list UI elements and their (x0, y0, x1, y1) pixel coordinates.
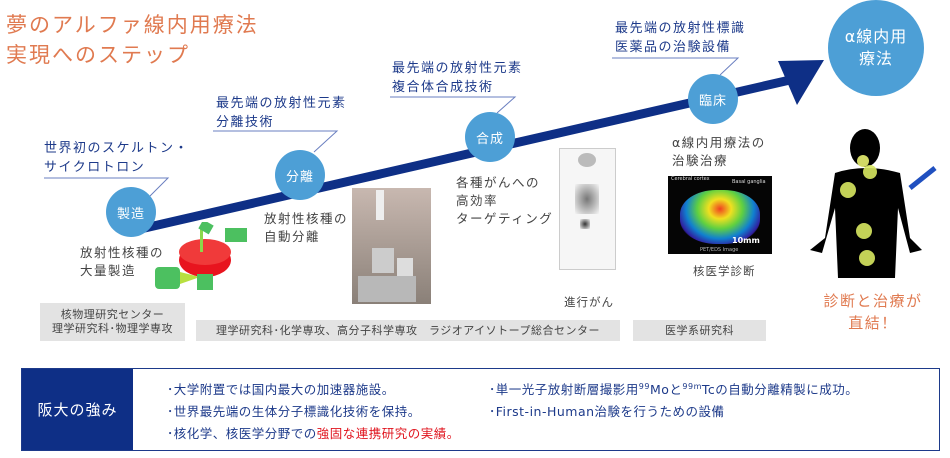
arrow-shaft (134, 75, 792, 235)
strengths-panel: 阪大の強み ･大学附置では国内最大の加速器施設。 ･世界最先端の生体分子標識化技… (21, 368, 940, 451)
title-line-1: 夢のアルファ線内用療法 (6, 13, 259, 37)
step-2-heading: 最先端の放射性元素分離技術 (216, 96, 347, 130)
strength-item: ･単一光子放射断層撮影用99Moと99mTcの自動分離精製に成功。 (489, 381, 859, 397)
strength-item: ･世界最先端の生体分子標識化技術を保持。 (167, 404, 421, 419)
step-3-heading: 最先端の放射性元素複合体合成技術 (392, 61, 523, 95)
strengths-label: 阪大の強み (22, 369, 133, 450)
pet-caption: 進行がん (564, 295, 614, 309)
scan-caption: 核医学診断 (693, 264, 756, 278)
step-circle-synthesis: 合成 (465, 112, 515, 162)
step-3-desc: 各種がんへの高効率ターゲティング (456, 175, 554, 226)
strength-item: ･大学附置では国内最大の加速器施設。 (167, 382, 395, 397)
strength-item: ･核化学、核医学分野での強固な連携研究の実績。 (167, 426, 460, 441)
step-4-desc: α線内用療法の治験治療 (672, 135, 766, 168)
org-box-nuclear-physics: 核物理研究センター理学研究科･物理学専攻 (40, 303, 185, 341)
cyclotron-illustration (155, 222, 247, 290)
step-1-desc: 放射性核種の大量製造 (80, 245, 165, 278)
step-1-heading: 世界初のスケルトン・サイクロトロン (44, 141, 190, 175)
step-circle-separation: 分離 (275, 150, 325, 200)
page-title: 夢のアルファ線内用療法 実現へのステップ (6, 10, 259, 70)
goal-circle: α線内用療法 (828, 0, 924, 96)
strength-item: ･First-in-Human治験を行うための設備 (489, 404, 725, 419)
step-2-desc: 放射性核種の自動分離 (264, 211, 349, 244)
separation-apparatus-photo (352, 188, 431, 304)
human-silhouette (810, 129, 937, 278)
syringe-icon (908, 166, 937, 190)
nuclear-medicine-scan-image: Cerebral cortex Basal ganglia 10mm PET/E… (668, 176, 772, 254)
leader-lines (44, 57, 740, 197)
conclusion-text: 診断と治療が直結！ (823, 292, 923, 332)
arrow-head (778, 60, 824, 105)
step-4-heading: 最先端の放射性標識医薬品の治験設備 (615, 21, 746, 55)
pet-scan-image (559, 148, 616, 270)
org-box-medicine: 医学系研究科 (633, 320, 766, 341)
title-line-2: 実現へのステップ (6, 43, 190, 67)
step-circle-manufacture: 製造 (106, 187, 156, 237)
org-box-chemistry: 理学研究科･化学専攻、高分子科学専攻 ラジオアイソトープ総合センター (196, 320, 620, 341)
step-circle-clinical: 臨床 (688, 74, 738, 124)
